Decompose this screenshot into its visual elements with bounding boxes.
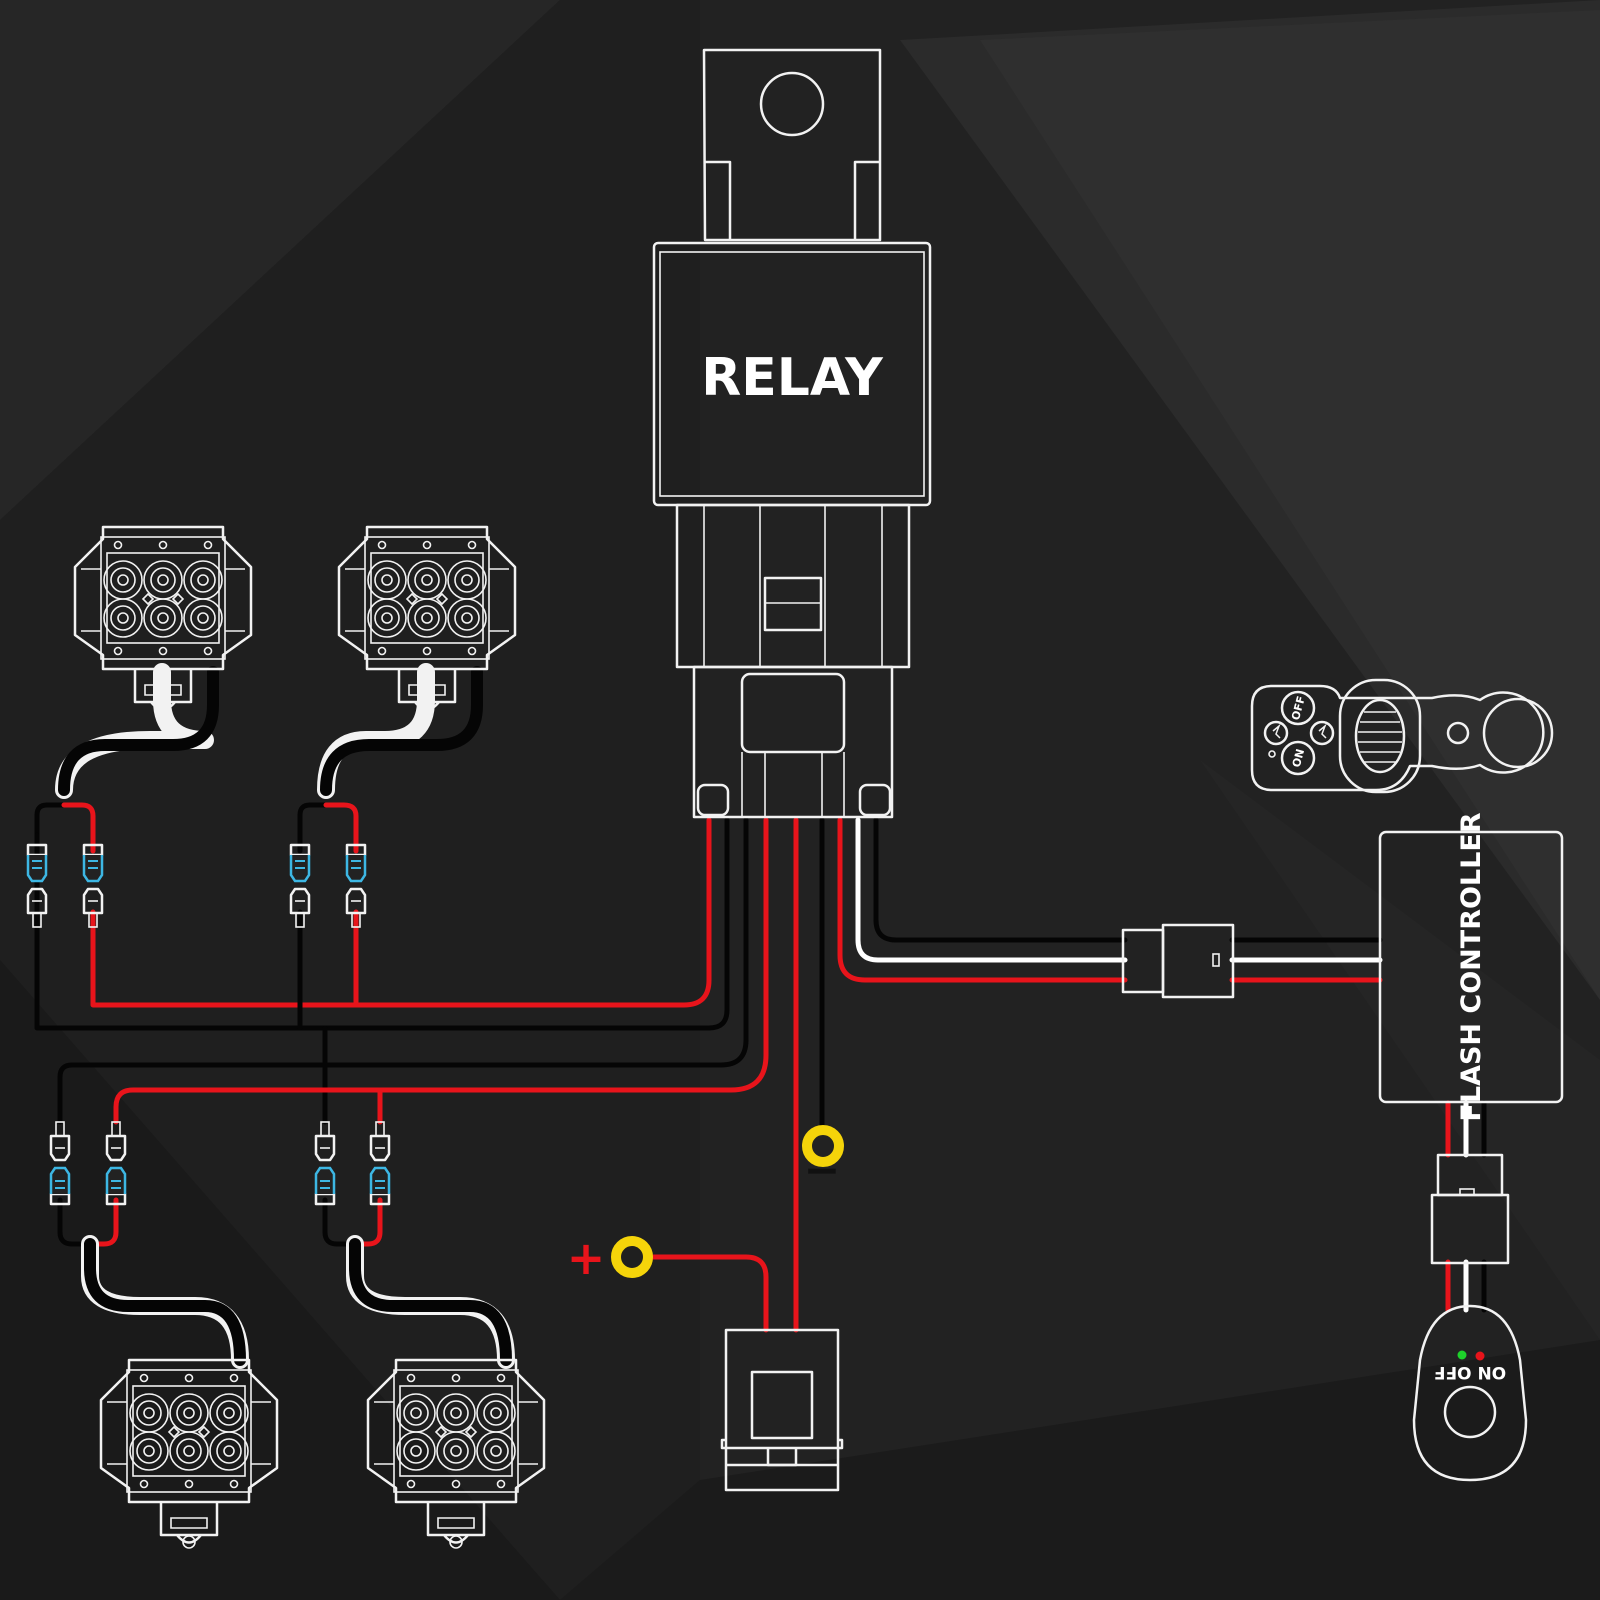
rocker-switch-icon: ON OFF (1412, 1304, 1528, 1482)
flash-controller-label: FLASH CONTROLLER (1456, 812, 1487, 1121)
inline-connector-icon (1430, 1153, 1510, 1265)
relay-label: RELAY (701, 348, 884, 408)
switch-label: ON OFF (1434, 1362, 1506, 1382)
remote-button-off: OFF (1289, 695, 1308, 722)
remote-key-fob-icon: OFF ON (1250, 678, 1554, 794)
positive-symbol: + (567, 1231, 606, 1285)
negative-symbol: − (804, 1145, 841, 1196)
fuse-holder-icon (720, 1328, 844, 1492)
ring-terminal-icon: + (567, 1231, 653, 1285)
inline-connector-icon (1121, 923, 1235, 999)
ring-terminal-icon: − (802, 1125, 844, 1196)
relay-icon: RELAY (652, 48, 932, 819)
flash-controller-icon: FLASH CONTROLLER (1378, 812, 1564, 1122)
remote-button-on: ON (1290, 747, 1307, 768)
pod-cables (58, 666, 512, 1366)
